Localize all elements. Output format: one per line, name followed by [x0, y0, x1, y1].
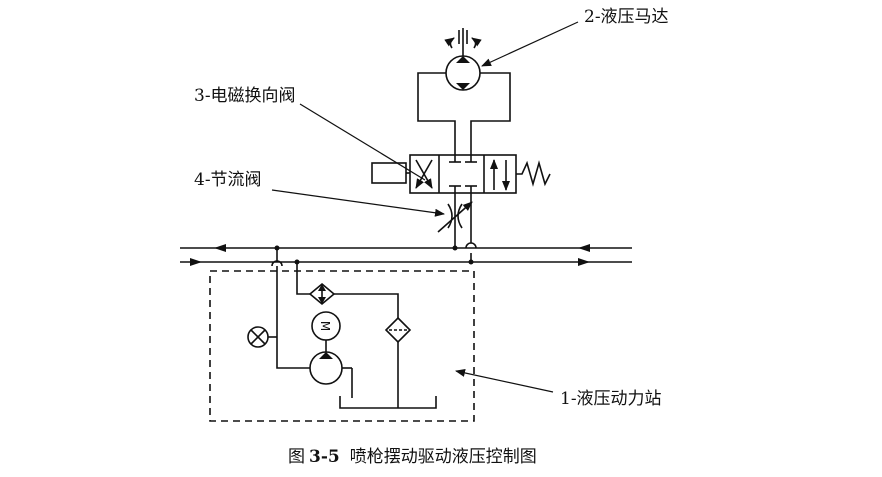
throttle-valve-label: 4-节流阀 [194, 170, 262, 190]
power-station-symbol: M [209, 248, 475, 422]
leader-lines [271, 21, 579, 393]
motor-lines [417, 72, 511, 155]
svg-text:M: M [318, 321, 332, 331]
caption-prefix: 图 [288, 447, 305, 467]
hydraulic-motor-symbol [444, 28, 482, 91]
throttle-valve-symbol [437, 193, 477, 262]
power-station-label: 1-液压动力站 [560, 389, 662, 409]
hydraulic-motor-label: 2-液压马达 [584, 7, 669, 27]
caption-title: 喷枪摆动驱动液压控制图 [349, 447, 537, 467]
caption-number: 3-5 [309, 447, 340, 467]
solenoid-valve-label: 3-电磁换向阀 [194, 86, 296, 106]
main-lines [180, 244, 632, 266]
solenoid-valve-symbol [371, 154, 551, 194]
